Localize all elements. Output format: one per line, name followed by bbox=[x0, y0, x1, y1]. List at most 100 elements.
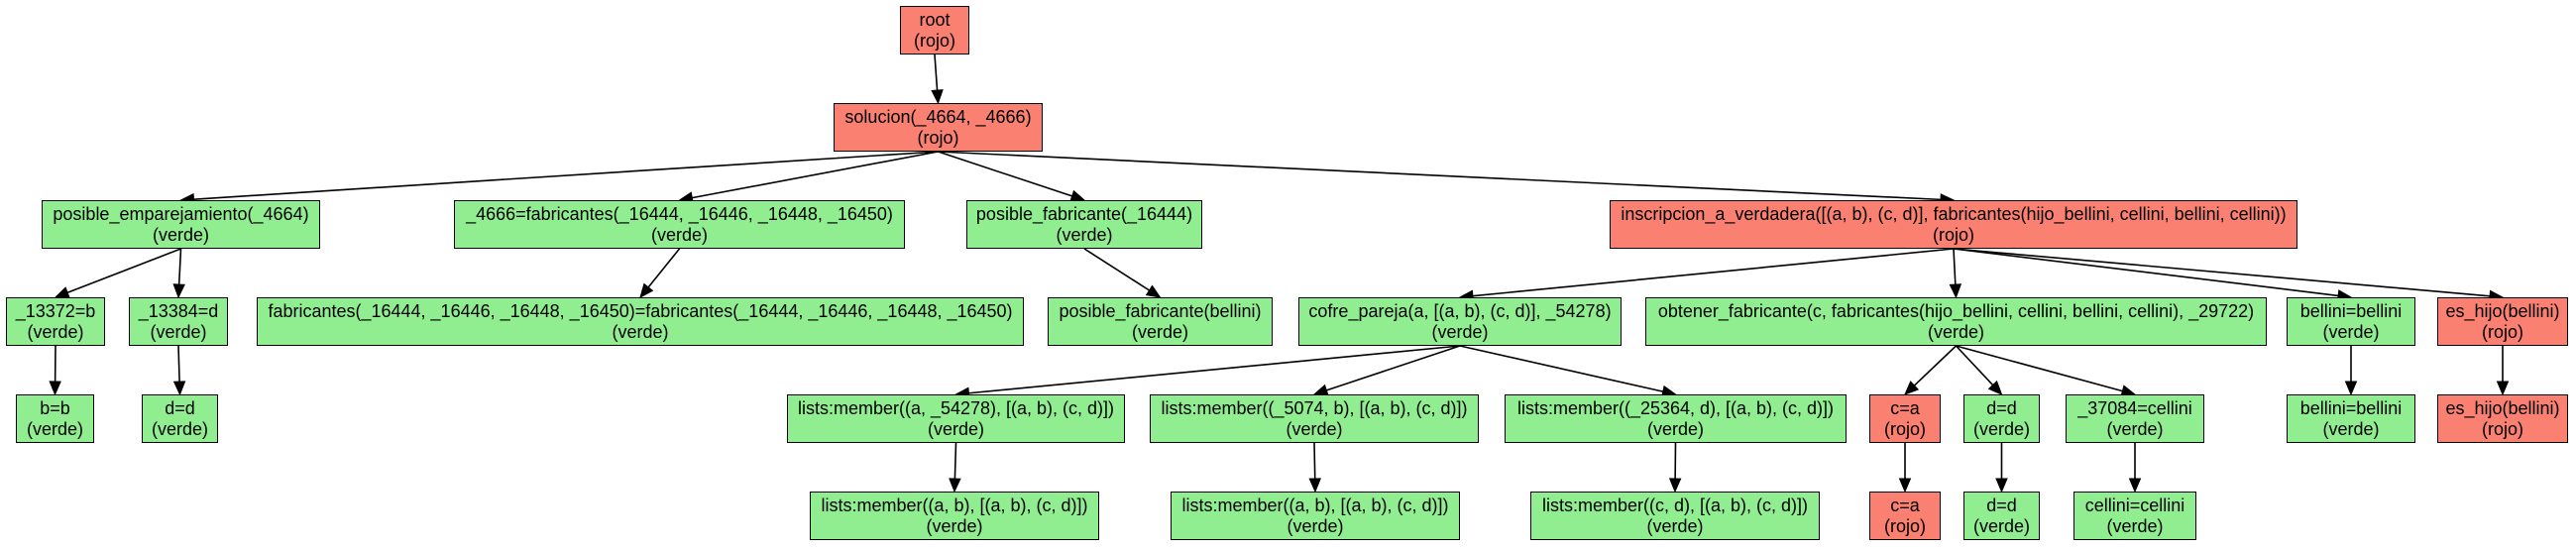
node-label: _13372=b bbox=[15, 300, 96, 321]
node-label: c=a bbox=[1890, 397, 1920, 418]
edge-n3-n8 bbox=[639, 248, 681, 298]
edge-n10-n18 bbox=[1459, 345, 1677, 398]
node-status: (verde) bbox=[151, 418, 208, 439]
node-label: solucion(_4664, _4666) bbox=[844, 106, 1032, 127]
node-status: (verde) bbox=[1927, 321, 1984, 342]
node-inscripcion-a-verdadera: inscripcion_a_verdadera([(a, b), (c, d)]… bbox=[1610, 200, 2297, 249]
node-4666-fabricantes: _4666=fabricantes(_16444, _16446, _16448… bbox=[454, 200, 905, 249]
node-lists-member-25364-d: lists:member((_25364, d), [(a, b), (c, d… bbox=[1505, 394, 1847, 443]
node-bellini-bellini-2: bellini=bellini (verde) bbox=[2287, 394, 2415, 443]
edge-n16-n24 bbox=[949, 442, 961, 494]
node-label: fabricantes(_16444, _16446, _16448, _164… bbox=[268, 300, 1013, 321]
node-status: (rojo) bbox=[2481, 321, 2523, 342]
arrowhead-icon bbox=[2344, 381, 2358, 396]
node-es-hijo-2: es_hijo(bellini) (rojo) bbox=[2437, 394, 2568, 443]
node-posible-emparejamiento: posible_emparejamiento(_4664) (verde) bbox=[42, 200, 320, 249]
node-label: _37084=cellini bbox=[2077, 397, 2192, 418]
node-status: (verde) bbox=[1646, 515, 1704, 536]
edge-n20-n28 bbox=[1995, 443, 2008, 494]
edge-line bbox=[953, 442, 957, 480]
node-label: es_hijo(bellini) bbox=[2445, 300, 2560, 321]
node-obtener-fabricante: obtener_fabricante(c, fabricantes(hijo_b… bbox=[1645, 297, 2267, 346]
arrowhead-icon bbox=[172, 283, 185, 299]
node-cellini-cellini: cellini=cellini (verde) bbox=[2073, 492, 2196, 540]
node-label: lists:member((c, d), [(a, b), (c, d)]) bbox=[1541, 495, 1809, 515]
node-label: bellini=bellini bbox=[2299, 300, 2403, 321]
node-cofre-pareja: cofre_pareja(a, [(a, b), (c, d)], _54278… bbox=[1298, 297, 1622, 346]
node-label: lists:member((a, b), [(a, b), (c, d)]) bbox=[821, 495, 1088, 515]
arrowhead-icon bbox=[54, 286, 70, 298]
edge-n11-n21 bbox=[1956, 345, 2137, 397]
node-label: es_hijo(bellini) bbox=[2445, 397, 2560, 418]
edge-n2-n6 bbox=[54, 248, 181, 298]
node-status: (verde) bbox=[2106, 515, 2164, 536]
node-status: (verde) bbox=[1286, 418, 1343, 439]
node-label: posible_fabricante(_16444) bbox=[975, 203, 1193, 224]
edge-n2-n7 bbox=[172, 248, 185, 299]
edge-n5-n13 bbox=[1953, 248, 2505, 303]
node-13372-b: _13372=b (verde) bbox=[6, 297, 105, 346]
node-lists-member-a-b-2: lists:member((a, b), [(a, b), (c, d)]) (… bbox=[1171, 492, 1460, 540]
arrowhead-icon bbox=[639, 282, 654, 298]
node-status: (rojo) bbox=[1883, 515, 1926, 536]
edge-line bbox=[938, 151, 1942, 201]
arrowhead-icon bbox=[1145, 284, 1162, 298]
edge-n12-n22 bbox=[2344, 346, 2358, 396]
node-label: obtener_fabricante(c, fabricantes(hijo_b… bbox=[1657, 300, 2255, 321]
arrowhead-icon bbox=[1949, 283, 1962, 299]
node-lists-member-5074-b: lists:member((_5074, b), [(a, b), (c, d)… bbox=[1150, 394, 1479, 443]
node-status: (verde) bbox=[1972, 515, 2030, 536]
edge-line bbox=[1472, 248, 1955, 297]
edge-line bbox=[1956, 345, 2123, 392]
edge-line bbox=[934, 54, 939, 91]
edge-n11-n20 bbox=[1955, 345, 2003, 395]
node-label: lists:member((a, _54278), [(a, b), (c, d… bbox=[797, 397, 1115, 418]
node-solucion: solucion(_4664, _4666) (rojo) bbox=[834, 103, 1043, 152]
node-label: posible_emparejamiento(_4664) bbox=[53, 203, 309, 224]
edge-line bbox=[1913, 345, 1958, 386]
node-status: (verde) bbox=[926, 515, 983, 536]
edge-n7-n15 bbox=[172, 345, 186, 396]
edge-line bbox=[1326, 345, 1461, 391]
arrowhead-icon bbox=[2496, 381, 2510, 396]
node-lists-member-c-d: lists:member((c, d), [(a, b), (c, d)]) (… bbox=[1530, 492, 1820, 540]
node-label: root bbox=[919, 9, 951, 30]
node-label: c=a bbox=[1890, 495, 1920, 515]
edge-n10-n16 bbox=[954, 345, 1461, 399]
arrowhead-icon bbox=[1995, 478, 2008, 494]
node-d-d-2: d=d (verde) bbox=[1963, 394, 2040, 443]
node-status: (verde) bbox=[150, 321, 207, 342]
node-status: (rojo) bbox=[1883, 418, 1926, 439]
arrowhead-icon bbox=[931, 89, 944, 105]
edge-line bbox=[193, 151, 939, 200]
node-lists-member-a-54278: lists:member((a, _54278), [(a, b), (c, d… bbox=[787, 394, 1125, 443]
node-status: (verde) bbox=[152, 224, 209, 245]
edge-n1-n4 bbox=[938, 151, 1086, 202]
node-label: lists:member((_25364, d), [(a, b), (c, d… bbox=[1516, 397, 1835, 418]
node-37084-cellini: _37084=cellini (verde) bbox=[2066, 394, 2204, 443]
edge-line bbox=[1459, 345, 1663, 392]
node-status: (verde) bbox=[26, 418, 83, 439]
arrowhead-icon bbox=[1308, 478, 1321, 494]
node-status: (rojo) bbox=[913, 30, 955, 51]
node-label: d=d bbox=[1986, 397, 2017, 418]
edge-n5-n10 bbox=[1458, 248, 1955, 302]
node-c-a-2: c=a (rojo) bbox=[1869, 492, 1941, 540]
node-d-d-3: d=d (verde) bbox=[1963, 492, 2040, 540]
node-label: bellini=bellini bbox=[2299, 397, 2403, 418]
edge-n18-n26 bbox=[1668, 442, 1682, 494]
edge-n19-n27 bbox=[1898, 443, 1912, 494]
node-d-d: d=d (verde) bbox=[142, 394, 218, 443]
node-status: (verde) bbox=[612, 321, 669, 342]
node-status: (verde) bbox=[2322, 418, 2380, 439]
edge-line bbox=[1083, 248, 1150, 291]
node-root: root (rojo) bbox=[900, 6, 969, 55]
edge-n5-n11 bbox=[1949, 248, 1962, 299]
node-status: (rojo) bbox=[2481, 418, 2523, 439]
edge-line bbox=[1953, 248, 2491, 297]
node-b-b: b=b (verde) bbox=[16, 394, 94, 443]
edge-line bbox=[177, 345, 180, 383]
node-label: _4666=fabricantes(_16444, _16446, _16448… bbox=[466, 203, 893, 224]
node-es-hijo: es_hijo(bellini) (rojo) bbox=[2437, 297, 2568, 346]
